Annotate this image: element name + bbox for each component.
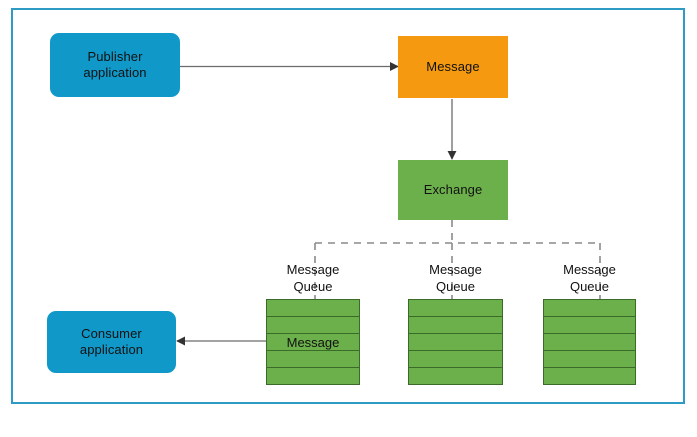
message-queue-2[interactable] <box>408 299 503 385</box>
node-exchange-label: Exchange <box>423 182 483 197</box>
queue-label-3: Message Queue <box>543 261 636 295</box>
queue-label-1: Message Queue <box>266 261 360 295</box>
queue-1-cell-4[interactable] <box>267 351 359 368</box>
queue-3-cell-5[interactable] <box>544 368 635 384</box>
node-consumer-label-line1: Consumer <box>81 326 142 341</box>
node-publisher-label-line2: application <box>83 65 147 80</box>
queue-1-cell-5[interactable] <box>267 368 359 384</box>
queue-3-cell-4[interactable] <box>544 351 635 368</box>
queue-1-cell-1[interactable] <box>267 300 359 317</box>
queue-1-cell-2[interactable] <box>267 317 359 334</box>
queue-2-cell-4[interactable] <box>409 351 502 368</box>
queue-label-1-line1: Message <box>286 262 340 277</box>
queue-3-cell-3[interactable] <box>544 334 635 351</box>
node-consumer-label: Consumer application <box>80 326 143 358</box>
queue-label-3-line2: Queue <box>569 279 610 294</box>
node-publisher-label-line1: Publisher <box>87 49 143 64</box>
queue-2-cell-1[interactable] <box>409 300 502 317</box>
node-consumer-label-line2: application <box>79 342 144 357</box>
queue-3-cell-2[interactable] <box>544 317 635 334</box>
queue-2-cell-5[interactable] <box>409 368 502 384</box>
node-message-label: Message <box>426 59 480 74</box>
message-queue-3[interactable] <box>543 299 636 385</box>
queue-2-cell-3[interactable] <box>409 334 502 351</box>
queue-label-2: Message Queue <box>408 261 503 295</box>
queue-3-cell-1[interactable] <box>544 300 635 317</box>
queue-1-cell-3[interactable]: Message <box>267 334 359 351</box>
node-publisher-label: Publisher application <box>83 49 146 81</box>
queue-2-cell-2[interactable] <box>409 317 502 334</box>
queue-label-2-line2: Queue <box>435 279 476 294</box>
node-publisher-application[interactable]: Publisher application <box>50 33 180 97</box>
node-exchange[interactable]: Exchange <box>398 160 508 220</box>
node-consumer-application[interactable]: Consumer application <box>47 311 176 373</box>
queue-label-2-line1: Message <box>429 262 482 277</box>
message-queue-1[interactable]: Message <box>266 299 360 385</box>
node-message[interactable]: Message <box>398 36 508 98</box>
queue-label-3-line1: Message <box>563 262 616 277</box>
queue-label-1-line2: Queue <box>293 279 333 294</box>
